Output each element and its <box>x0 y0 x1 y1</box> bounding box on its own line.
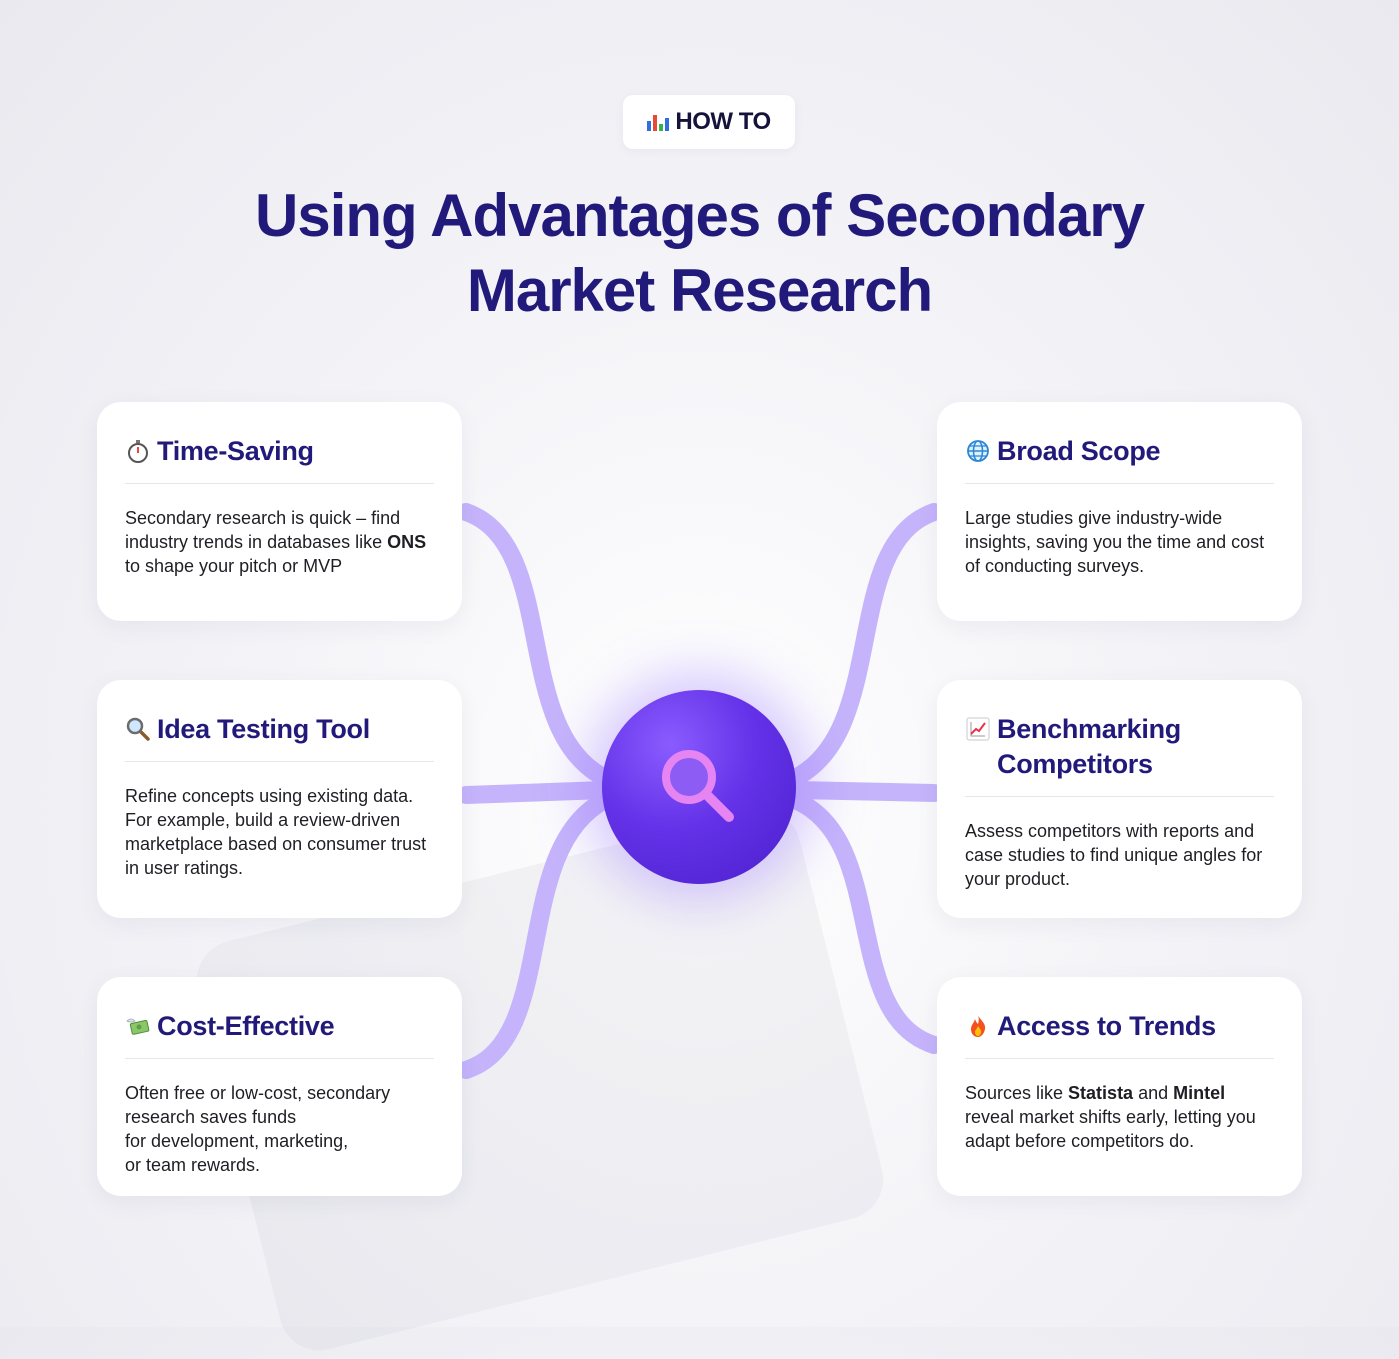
divider <box>125 483 434 484</box>
card-idea-testing-tool: Idea Testing Tool Refine concepts using … <box>97 680 462 918</box>
badge-label: HOW TO <box>675 108 771 135</box>
page-title: Using Advantages of Secondary Market Res… <box>100 178 1299 328</box>
card-title: Cost-Effective <box>157 1011 335 1041</box>
divider <box>965 796 1274 797</box>
card-description: Assess competitors with reports and case… <box>965 821 1263 889</box>
card-cost-effective: Cost-Effective Often free or low-cost, s… <box>97 977 462 1196</box>
card-benchmarking-competitors: Benchmarking Competitors Assess competit… <box>937 680 1302 918</box>
magnifying-glass-icon <box>125 716 151 742</box>
connector-broad-scope <box>786 503 943 787</box>
card-description: Large studies give industry-wide insight… <box>965 508 1265 576</box>
card-broad-scope: Broad Scope Large studies give industry-… <box>937 402 1302 621</box>
card-title: Broad Scope <box>997 436 1161 466</box>
globe-icon <box>965 438 991 464</box>
card-description: Often free or low-cost, secondary resear… <box>125 1083 391 1175</box>
title-line-2: Market Research <box>466 257 933 324</box>
card-description: Sources like Statista and Mintel reveal … <box>965 1083 1256 1151</box>
money-with-wings-icon <box>125 1013 151 1039</box>
connector-cost-effective <box>457 791 614 1079</box>
bar-chart-icon <box>647 113 670 131</box>
divider <box>965 1058 1274 1059</box>
card-title: Time-Saving <box>157 436 314 466</box>
divider <box>965 483 1274 484</box>
card-title: Benchmarking Competitors <box>997 714 1181 779</box>
card-title: Access to Trends <box>997 1011 1216 1041</box>
central-hub <box>602 690 796 884</box>
magnifier-icon <box>662 750 734 822</box>
connector-time-saving <box>457 503 614 787</box>
title-line-1: Using Advantages of Secondary <box>255 182 1145 249</box>
card-time-saving: Time-Saving Secondary research is quick … <box>97 402 462 621</box>
card-description: Secondary research is quick – find indus… <box>125 508 427 576</box>
card-access-to-trends: Access to Trends Sources like Statista a… <box>937 977 1302 1196</box>
how-to-badge: HOW TO <box>623 95 795 149</box>
connector-lines <box>457 503 943 1079</box>
card-title: Idea Testing Tool <box>157 714 370 744</box>
divider <box>125 1058 434 1059</box>
stopwatch-icon <box>125 438 151 464</box>
card-description: Refine concepts using existing data. For… <box>125 786 427 878</box>
fire-icon <box>965 1013 991 1039</box>
connector-idea-testing <box>457 781 614 804</box>
connector-access-to-trends <box>786 791 943 1054</box>
chart-increasing-icon <box>965 716 991 742</box>
connector-benchmarking <box>786 781 943 802</box>
divider <box>125 761 434 762</box>
